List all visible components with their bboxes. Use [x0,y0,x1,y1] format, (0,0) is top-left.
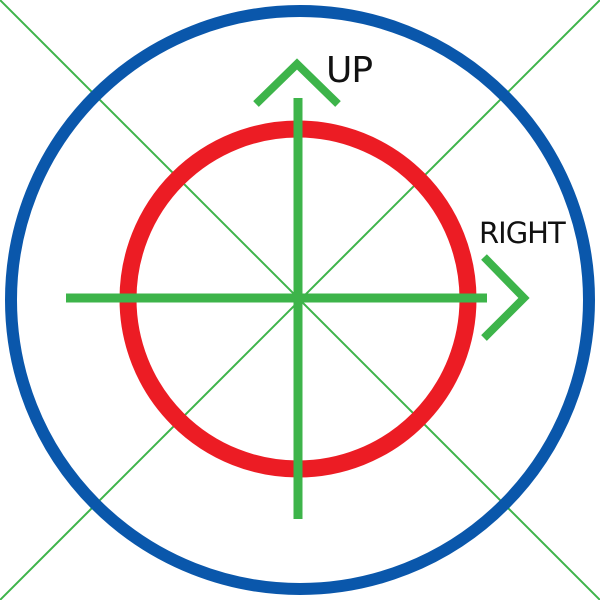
up-label: UP [326,50,372,91]
chevron-right-icon [481,254,530,341]
right-label: RIGHT [479,216,566,250]
chevron-up-icon [253,58,341,107]
outer-circle [5,5,595,595]
